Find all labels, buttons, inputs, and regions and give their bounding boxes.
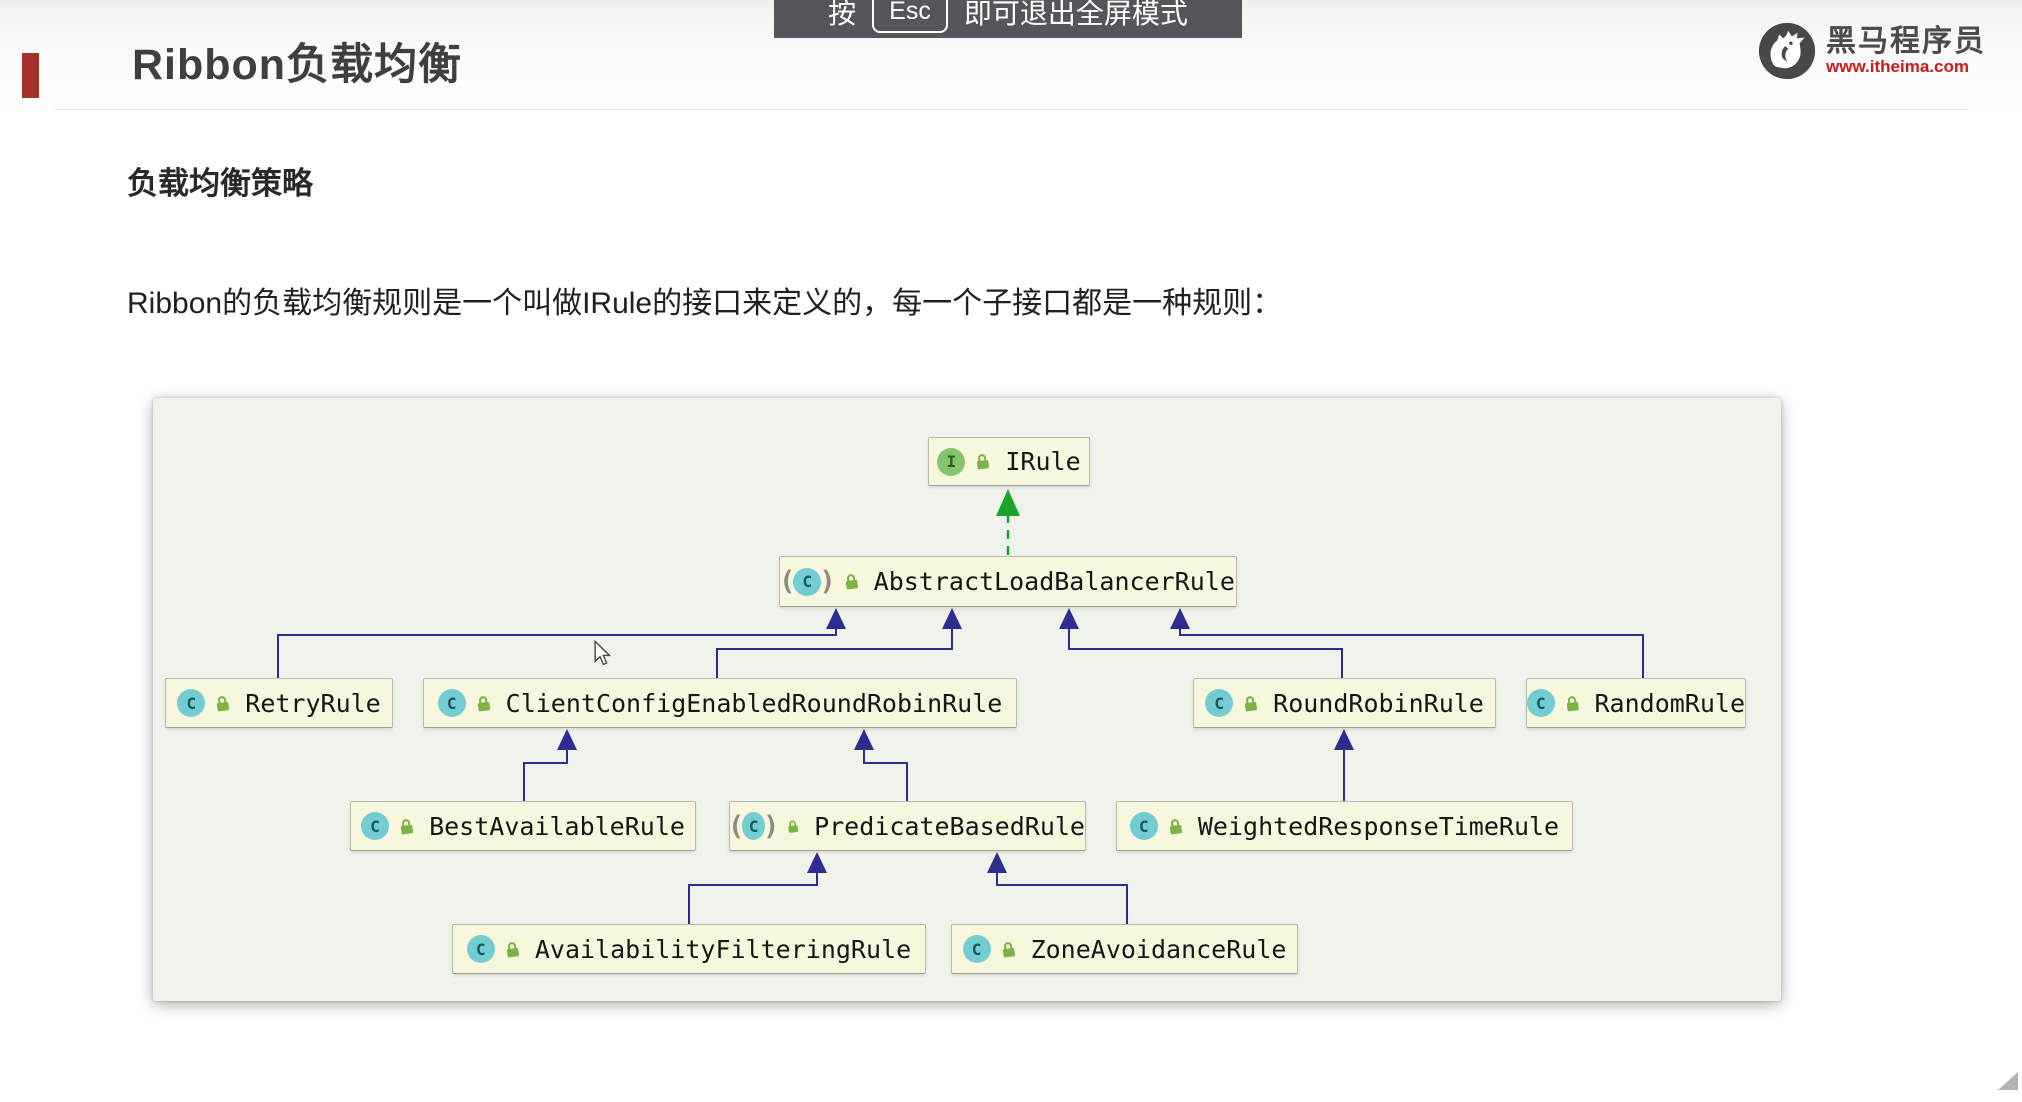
- lock-icon: [217, 695, 230, 711]
- class-name-label: ClientConfigEnabledRoundRobinRule: [505, 688, 1003, 718]
- title-accent-bar: [22, 53, 39, 98]
- page-title: Ribbon负载均衡: [132, 41, 463, 89]
- class-kind-icon: C: [1205, 689, 1234, 717]
- class-name-label: PredicateBasedRule: [814, 811, 1085, 841]
- abstract-paren-left: (: [728, 810, 745, 842]
- class-name-label: RetryRule: [245, 688, 381, 718]
- uml-node-retry-rule: ( C ) RetryRule: [165, 678, 393, 728]
- uml-node-abstract-load-balancer-rule: ( C ) AbstractLoadBalancerRule: [779, 556, 1237, 607]
- class-kind-icon: C: [466, 935, 495, 963]
- logo-name: 黑马程序员: [1826, 25, 1986, 59]
- itheima-logo: 黑马程序员 www.itheima.com: [1756, 20, 1986, 82]
- uml-node-random-rule: ( C ) RandomRule: [1526, 678, 1746, 728]
- abstract-paren-right: ): [819, 566, 836, 597]
- class-kind-icon: C: [962, 935, 991, 963]
- lock-icon: [1245, 695, 1258, 711]
- uml-node-best-available-rule: ( C ) BestAvailableRule: [350, 801, 696, 851]
- logo-text: 黑马程序员 www.itheima.com: [1826, 26, 1986, 75]
- class-name-label: BestAvailableRule: [429, 811, 685, 841]
- class-kind-icon: C: [1527, 689, 1555, 717]
- class-kind-icon: I: [937, 447, 966, 476]
- class-name-label: RandomRule: [1594, 688, 1745, 718]
- logo-url: www.itheima.com: [1826, 56, 1969, 76]
- class-name-label: AbstractLoadBalancerRule: [873, 567, 1235, 596]
- class-kind-icon: C: [742, 812, 765, 840]
- lock-icon: [845, 574, 858, 590]
- class-name-label: IRule: [1005, 447, 1081, 476]
- class-kind-icon: C: [1129, 812, 1158, 840]
- class-kind-icon: C: [361, 812, 390, 840]
- esc-key: Esc: [872, 0, 948, 33]
- lock-icon: [977, 454, 990, 470]
- lock-icon: [506, 941, 519, 957]
- uml-node-irule: ( I ) IRule: [928, 437, 1090, 486]
- class-name-label: RoundRobinRule: [1273, 688, 1484, 718]
- class-name-label: WeightedResponseTimeRule: [1197, 811, 1560, 841]
- uml-node-predicate-based-rule: ( C ) PredicateBasedRule: [728, 801, 1086, 851]
- uml-node-zone-avoidance-rule: ( C ) ZoneAvoidanceRule: [951, 924, 1298, 974]
- fullscreen-exit-banner: 按 Esc 即可退出全屏模式: [774, 0, 1242, 38]
- lock-icon: [477, 695, 490, 711]
- uml-node-client-config-enabled-round-robin-rule: ( C ) ClientConfigEnabledRoundRobinRule: [423, 678, 1017, 728]
- abstract-paren-right: ): [763, 810, 780, 842]
- description-text: Ribbon的负载均衡规则是一个叫做IRule的接口来定义的，每一个子接口都是一…: [127, 287, 1283, 320]
- horse-logo-icon: [1758, 22, 1816, 80]
- class-name-label: AvailabilityFilteringRule: [534, 934, 912, 964]
- uml-node-weighted-response-time-rule: ( C ) WeightedResponseTimeRule: [1116, 801, 1573, 851]
- class-kind-icon: C: [177, 689, 206, 717]
- fullscreen-exit-message: 按 Esc 即可退出全屏模式: [774, 0, 1242, 38]
- class-name-label: ZoneAvoidanceRule: [1030, 934, 1287, 964]
- banner-text-prefix: 按: [828, 0, 857, 29]
- lock-icon: [400, 818, 414, 834]
- uml-node-availability-filtering-rule: ( C ) AvailabilityFilteringRule: [452, 924, 926, 974]
- lock-icon: [1002, 941, 1015, 957]
- corner-shape: [1998, 1072, 2018, 1090]
- lock-icon: [1566, 695, 1579, 711]
- lock-icon: [788, 820, 799, 833]
- class-kind-icon: C: [437, 689, 466, 717]
- header-divider: [55, 109, 1968, 110]
- abstract-paren-left: (: [779, 566, 796, 597]
- lock-icon: [1169, 818, 1182, 834]
- mouse-cursor: [594, 640, 612, 666]
- uml-node-round-robin-rule: ( C ) RoundRobinRule: [1193, 678, 1496, 728]
- class-kind-icon: C: [793, 567, 822, 596]
- banner-text-suffix: 即可退出全屏模式: [963, 0, 1188, 29]
- section-heading: 负载均衡策略: [127, 166, 313, 201]
